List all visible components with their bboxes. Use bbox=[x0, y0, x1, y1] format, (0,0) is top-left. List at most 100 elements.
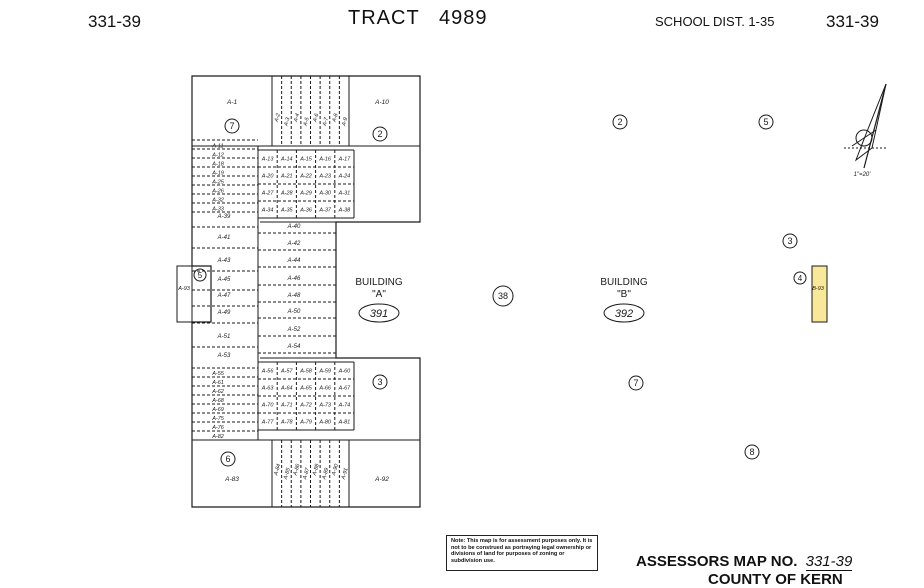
unit-label: A-4 bbox=[293, 113, 301, 124]
unit-label: A-37 bbox=[318, 208, 332, 214]
unit-label: A-51 bbox=[217, 334, 231, 340]
unit-label: A-40 bbox=[287, 224, 301, 230]
footer-map-number: 331-39 bbox=[805, 553, 853, 571]
unit-label: A-39 bbox=[217, 214, 231, 220]
unit-label: A-45 bbox=[217, 277, 231, 283]
building-b-label: BUILDING bbox=[600, 277, 647, 288]
lot-circle-8-label: 8 bbox=[749, 447, 754, 457]
unit-label: A-22 bbox=[299, 174, 312, 180]
unit-label: A-87 bbox=[302, 466, 311, 481]
north-arrow-shaft bbox=[863, 83, 887, 169]
unit-label: A-49 bbox=[217, 310, 231, 316]
tract-title: TRACT 4989 bbox=[348, 7, 488, 29]
lot-circle-3 bbox=[782, 233, 798, 249]
road-number-circle-label: 38 bbox=[498, 291, 508, 301]
unit-label: A-77 bbox=[261, 420, 275, 426]
unit-label: A-26 bbox=[211, 189, 225, 195]
unit-label: A-73 bbox=[318, 403, 332, 409]
unit-label: A-19 bbox=[211, 171, 224, 177]
assessment-note: Note: This map is for assessment purpose… bbox=[446, 535, 598, 571]
unit-label: A-91 bbox=[341, 467, 350, 481]
unit-label: A-36 bbox=[299, 208, 313, 214]
unit-label: A-7 bbox=[322, 116, 331, 128]
unit-a-93 bbox=[176, 265, 193, 323]
lot-circle-5-label: 5 bbox=[198, 271, 203, 280]
unit-label: A-58 bbox=[299, 369, 313, 375]
building-a-label: BUILDING bbox=[355, 277, 402, 288]
unit-a-93-box bbox=[191, 265, 212, 323]
unit-label: A-89 bbox=[321, 467, 330, 481]
lot-circle-2-label: 2 bbox=[377, 129, 382, 139]
scale-label: 1"=20' bbox=[854, 172, 872, 178]
unit-label: A-56 bbox=[261, 369, 275, 375]
north-arrow-circle bbox=[855, 129, 873, 147]
unit-label: A-16 bbox=[318, 157, 332, 163]
footer-prefix: ASSESSORS MAP NO. bbox=[636, 553, 798, 570]
lot-circle-7 bbox=[628, 375, 644, 391]
unit-label: A-92 bbox=[374, 476, 389, 483]
unit-label: A-55 bbox=[211, 371, 225, 377]
unit-label: A-1 bbox=[226, 99, 238, 106]
map-number-right: 331-39 bbox=[826, 12, 879, 31]
unit-label: A-57 bbox=[280, 369, 294, 375]
lot-circle-7-label: 7 bbox=[229, 121, 234, 131]
unit-label: A-30 bbox=[318, 191, 332, 197]
unit-label: A-83 bbox=[224, 476, 239, 483]
lot-circle-2-label: 2 bbox=[617, 117, 622, 127]
unit-label: A-74 bbox=[338, 403, 351, 409]
unit-label: A-80 bbox=[318, 420, 332, 426]
lot-circle-3 bbox=[372, 374, 388, 390]
north-arrow-cross bbox=[851, 129, 877, 147]
unit-label: A-43 bbox=[217, 258, 231, 264]
unit-label: A-32 bbox=[211, 198, 224, 204]
unit-label: A-14 bbox=[280, 157, 293, 163]
unit-label: B-93 bbox=[812, 286, 825, 292]
unit-label: A-34 bbox=[261, 208, 274, 214]
unit-label: A-76 bbox=[211, 425, 225, 431]
unit-label: A-61 bbox=[211, 380, 224, 386]
unit-label: A-2 bbox=[274, 113, 282, 124]
unit-label: A-44 bbox=[287, 258, 301, 264]
unit-label: A-72 bbox=[299, 403, 312, 409]
unit-label: A-20 bbox=[261, 174, 275, 180]
building-a-letter: "A" bbox=[372, 289, 386, 300]
unit-label: A-31 bbox=[338, 191, 351, 197]
lot-circle-8 bbox=[744, 444, 760, 460]
unit-label: A-90 bbox=[331, 462, 340, 477]
unit-label: A-33 bbox=[211, 207, 225, 213]
unit-label: A-66 bbox=[318, 386, 332, 392]
unit-label: A-50 bbox=[287, 309, 301, 315]
lot-circle-6-label: 6 bbox=[225, 454, 230, 464]
unit-label: A-93 bbox=[177, 286, 191, 292]
unit-label: A-79 bbox=[299, 420, 312, 426]
lot-circle-6 bbox=[220, 451, 236, 467]
footer-county: COUNTY OF KERN bbox=[708, 571, 843, 588]
unit-label: A-68 bbox=[211, 398, 225, 404]
unit-label: A-8 bbox=[331, 112, 340, 124]
lot-circle-5 bbox=[193, 268, 207, 282]
unit-label: A-53 bbox=[217, 353, 231, 359]
unit-label: A-70 bbox=[261, 403, 275, 409]
unit-label: A-86 bbox=[292, 462, 301, 477]
unit-label: A-46 bbox=[287, 276, 301, 282]
unit-label: A-84 bbox=[273, 463, 282, 477]
map-number-left: 331-39 bbox=[88, 12, 141, 31]
unit-label: A-65 bbox=[299, 386, 313, 392]
unit-label: A-88 bbox=[312, 462, 321, 477]
school-district: SCHOOL DIST. 1-35 bbox=[655, 14, 775, 29]
unit-label: A-5 bbox=[302, 116, 311, 128]
lot-circle-2 bbox=[372, 126, 388, 142]
unit-label: A-48 bbox=[287, 293, 301, 299]
unit-label: A-69 bbox=[211, 407, 224, 413]
building-b-number: 392 bbox=[615, 308, 633, 320]
unit-label: A-38 bbox=[338, 208, 352, 214]
unit-label: A-59 bbox=[318, 369, 331, 375]
unit-label: A-11 bbox=[211, 144, 223, 150]
building-a-number: 391 bbox=[370, 308, 388, 320]
unit-label: A-60 bbox=[338, 369, 352, 375]
road-number-circle bbox=[492, 285, 514, 307]
unit-label: A-3 bbox=[283, 116, 292, 128]
unit-label: A-52 bbox=[287, 327, 301, 333]
building-b-letter: "B" bbox=[617, 289, 631, 300]
